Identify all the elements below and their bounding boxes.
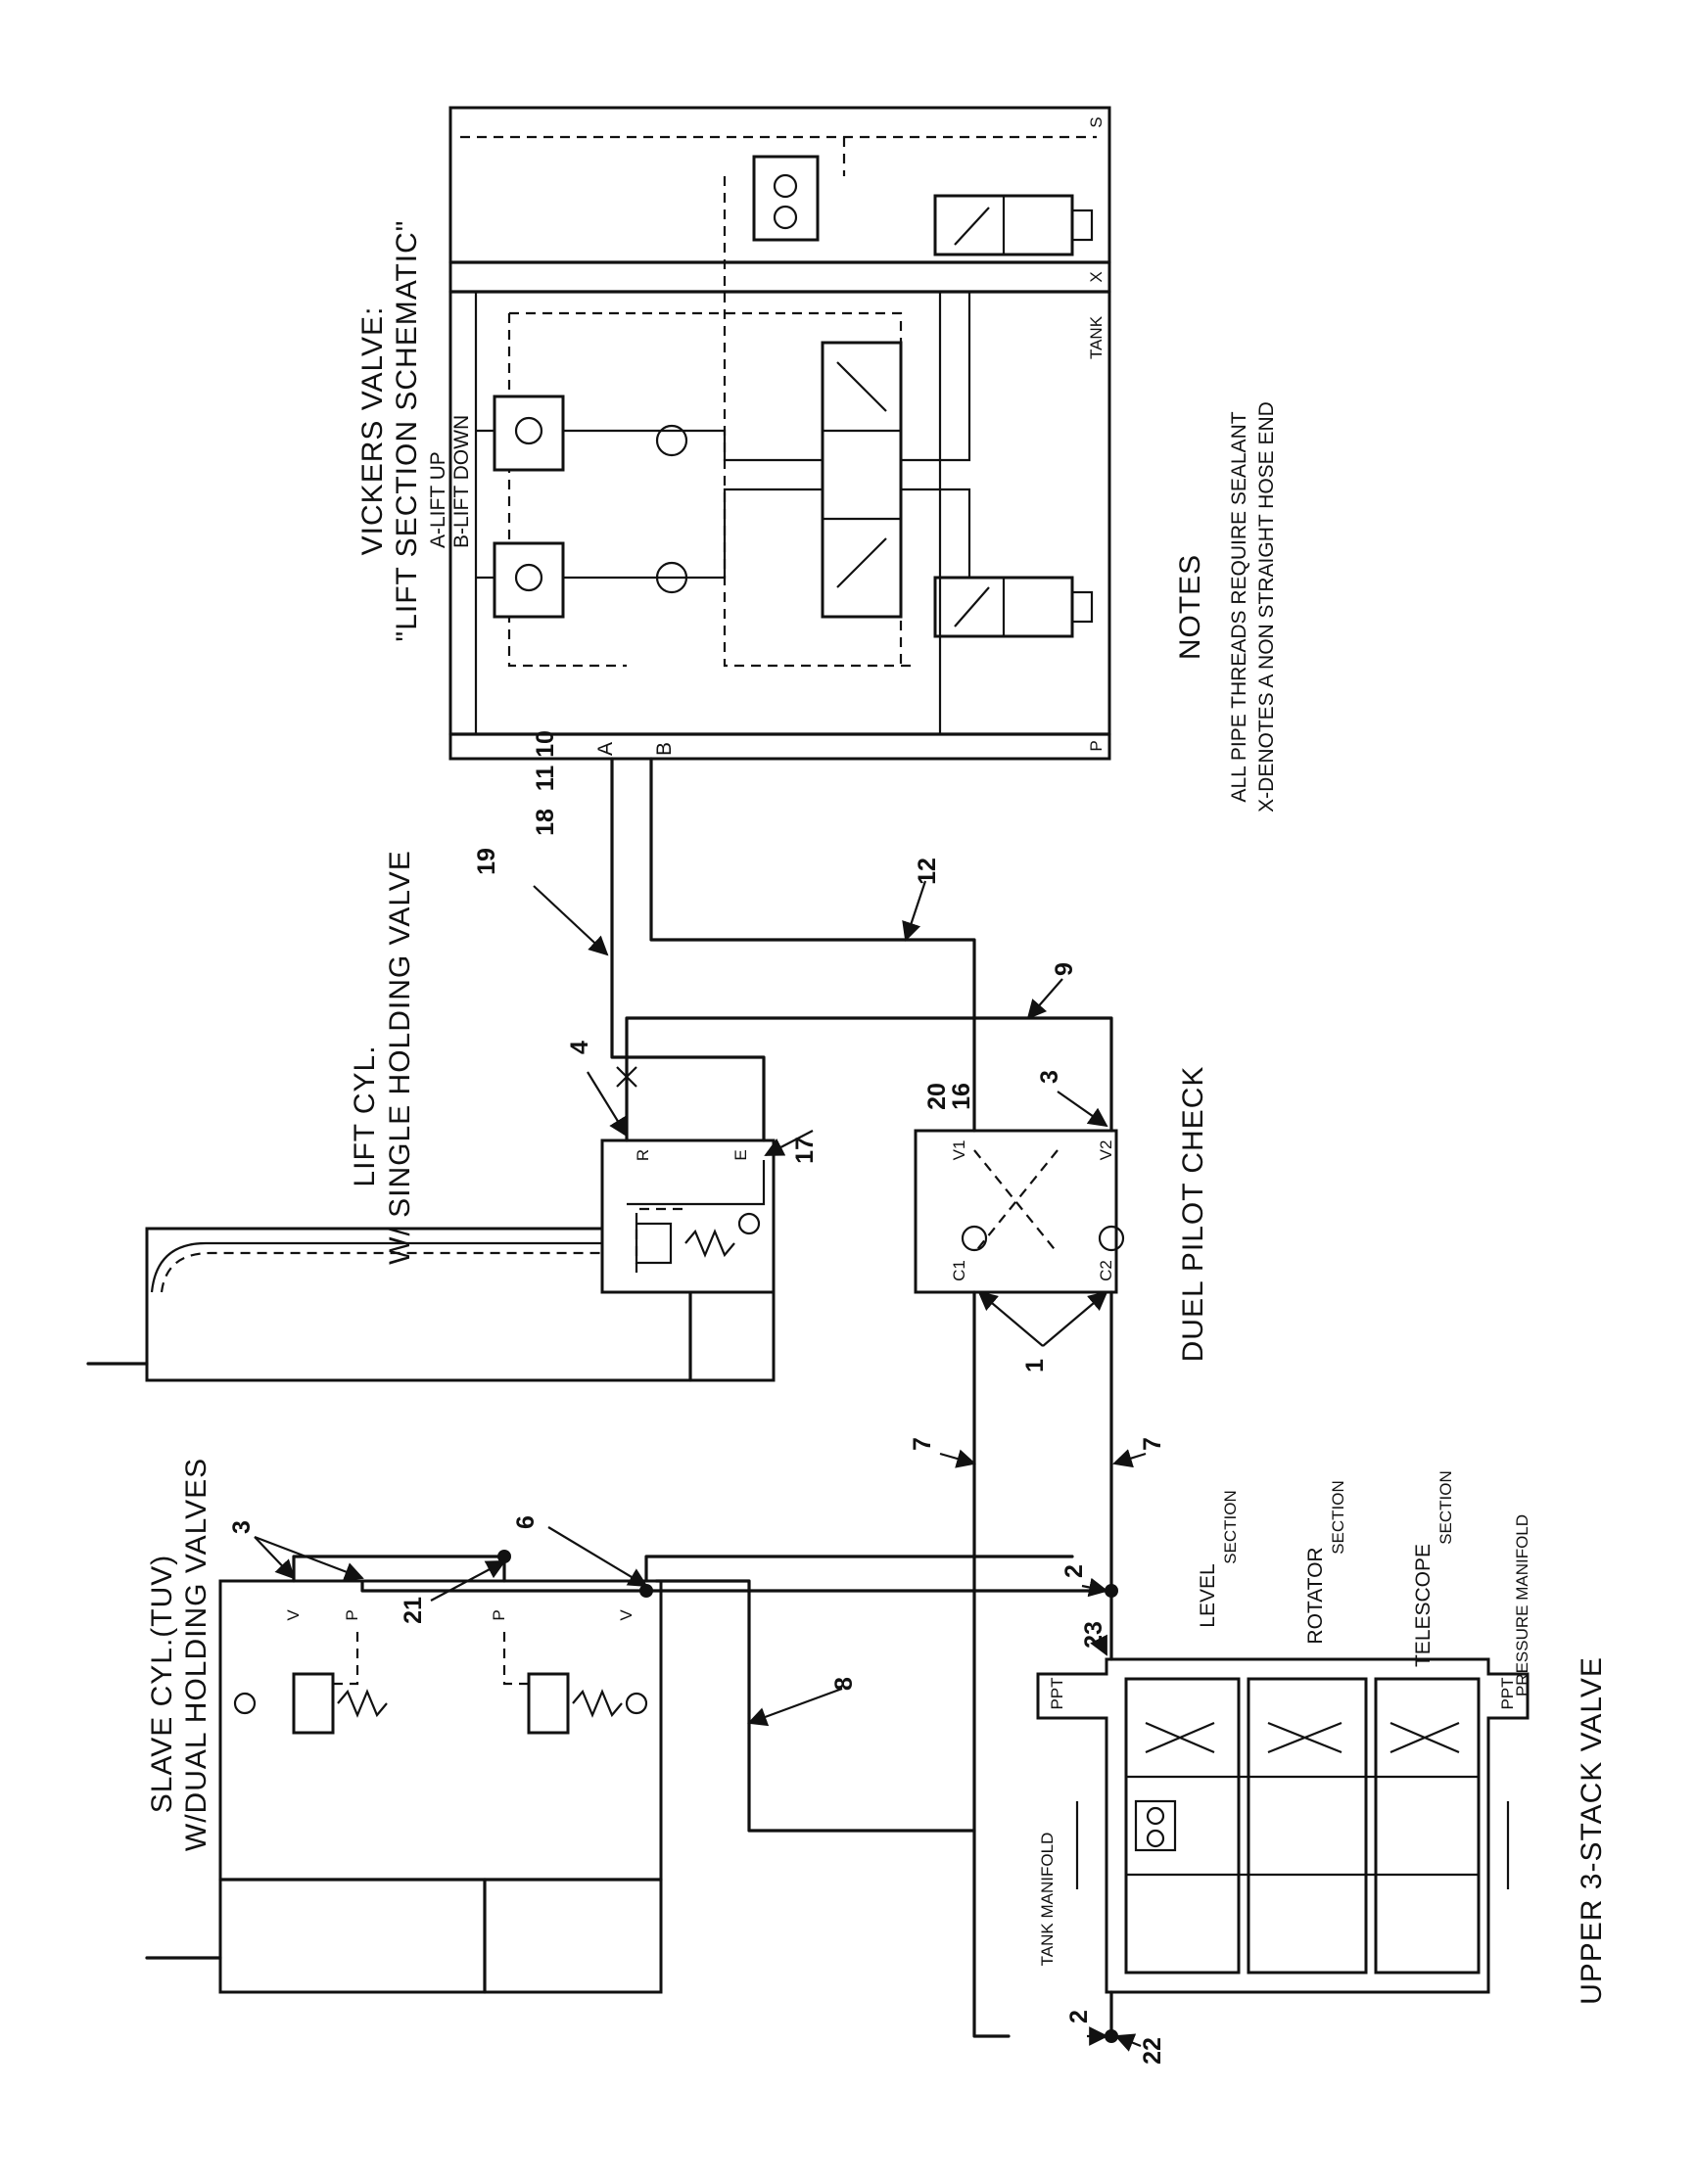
telescope-label: TELESCOPE [1412, 1544, 1435, 1667]
rotator-section-label: SECTION [1329, 1480, 1347, 1555]
level-section-label: SECTION [1221, 1490, 1240, 1564]
callout-23: 23 [1080, 1621, 1107, 1649]
check-port-v2: V2 [1097, 1140, 1115, 1161]
callout-21: 21 [400, 1597, 427, 1624]
stack-valve [1036, 1657, 1530, 1994]
callout-4: 4 [566, 1041, 593, 1054]
hose-lines [292, 757, 1118, 2043]
lift-port-e: E [731, 1149, 750, 1160]
callout-3-check: 3 [1036, 1070, 1063, 1084]
callout-7-right: 7 [1139, 1437, 1166, 1451]
port-b-label: B [653, 742, 676, 756]
pilot-check-title: DUEL PILOT CHECK [1177, 1066, 1209, 1363]
check-port-c1: C1 [950, 1260, 968, 1281]
pressure-manifold-label: PRESSURE MANIFOLD [1513, 1514, 1531, 1696]
vickers-valve-block [448, 106, 1111, 761]
callout-7-left: 7 [909, 1437, 936, 1451]
check-port-v1: V1 [950, 1140, 968, 1161]
vickers-line-a: A-LIFT UP [427, 451, 449, 548]
callout-10: 10 [532, 730, 559, 758]
slave-cyl-subtitle: W/DUAL HOLDING VALVES [180, 1458, 212, 1851]
slave-port-p-right: P [490, 1609, 508, 1620]
port-a-label: A [594, 742, 617, 756]
slave-cylinder [145, 1579, 663, 1994]
callout-1: 1 [1021, 1359, 1049, 1372]
callout-17: 17 [791, 1137, 819, 1164]
callout-20: 20 [923, 1083, 951, 1110]
slave-port-v-left: V [284, 1609, 303, 1621]
slave-port-v-right: V [617, 1609, 636, 1621]
ppt-right: PPT [1498, 1677, 1517, 1709]
callout-8: 8 [830, 1677, 858, 1691]
port-s-label: S [1087, 116, 1106, 127]
port-p-label: P [1087, 740, 1106, 751]
callout-arrows [254, 880, 1147, 2052]
ppt-left: PPT [1048, 1677, 1066, 1709]
callout-12: 12 [914, 858, 941, 885]
level-label: LEVEL [1197, 1563, 1219, 1627]
callout-2-upper: 2 [1060, 1564, 1088, 1578]
lift-port-r: R [634, 1149, 652, 1161]
callout-11: 11 [532, 766, 559, 792]
telescope-section-label: SECTION [1436, 1470, 1455, 1545]
callout-3-slave: 3 [228, 1520, 256, 1534]
callout-16: 16 [948, 1083, 975, 1110]
slave-cyl-title: SLAVE CYL.(TUV) [146, 1555, 178, 1814]
lift-cyl-subtitle: W/ SINGLE HOLDING VALVE [384, 850, 416, 1265]
tank-manifold-label: TANK MANIFOLD [1038, 1833, 1057, 1967]
vickers-title: VICKERS VALVE: [356, 306, 389, 556]
dual-pilot-check [914, 1129, 1125, 1294]
lift-cylinder [86, 1138, 776, 1382]
callout-18: 18 [532, 809, 559, 836]
callout-2-lower: 2 [1065, 2010, 1093, 2023]
lift-cyl-title: LIFT CYL. [349, 1045, 381, 1186]
check-port-c2: C2 [1097, 1260, 1115, 1281]
notes-line-1: ALL PIPE THREADS REQUIRE SEALANT [1228, 411, 1250, 802]
callout-19: 19 [473, 848, 500, 875]
callout-22: 22 [1139, 2037, 1166, 2065]
rotator-label: ROTATOR [1304, 1547, 1327, 1644]
vickers-line-b: B-LIFT DOWN [450, 415, 473, 548]
vickers-subtitle: "LIFT SECTION SCHEMATIC" [391, 220, 423, 642]
slave-port-p-left: P [343, 1609, 361, 1620]
port-x-label: X [1087, 271, 1106, 282]
callout-6: 6 [512, 1515, 540, 1529]
callout-9: 9 [1051, 962, 1078, 976]
notes-line-2: X-DENOTES A NON STRAIGHT HOSE END [1255, 401, 1278, 813]
notes-title: NOTES [1174, 554, 1206, 660]
stack-valve-title: UPPER 3-STACK VALVE [1576, 1656, 1608, 2005]
port-tank-label: TANK [1087, 315, 1106, 359]
